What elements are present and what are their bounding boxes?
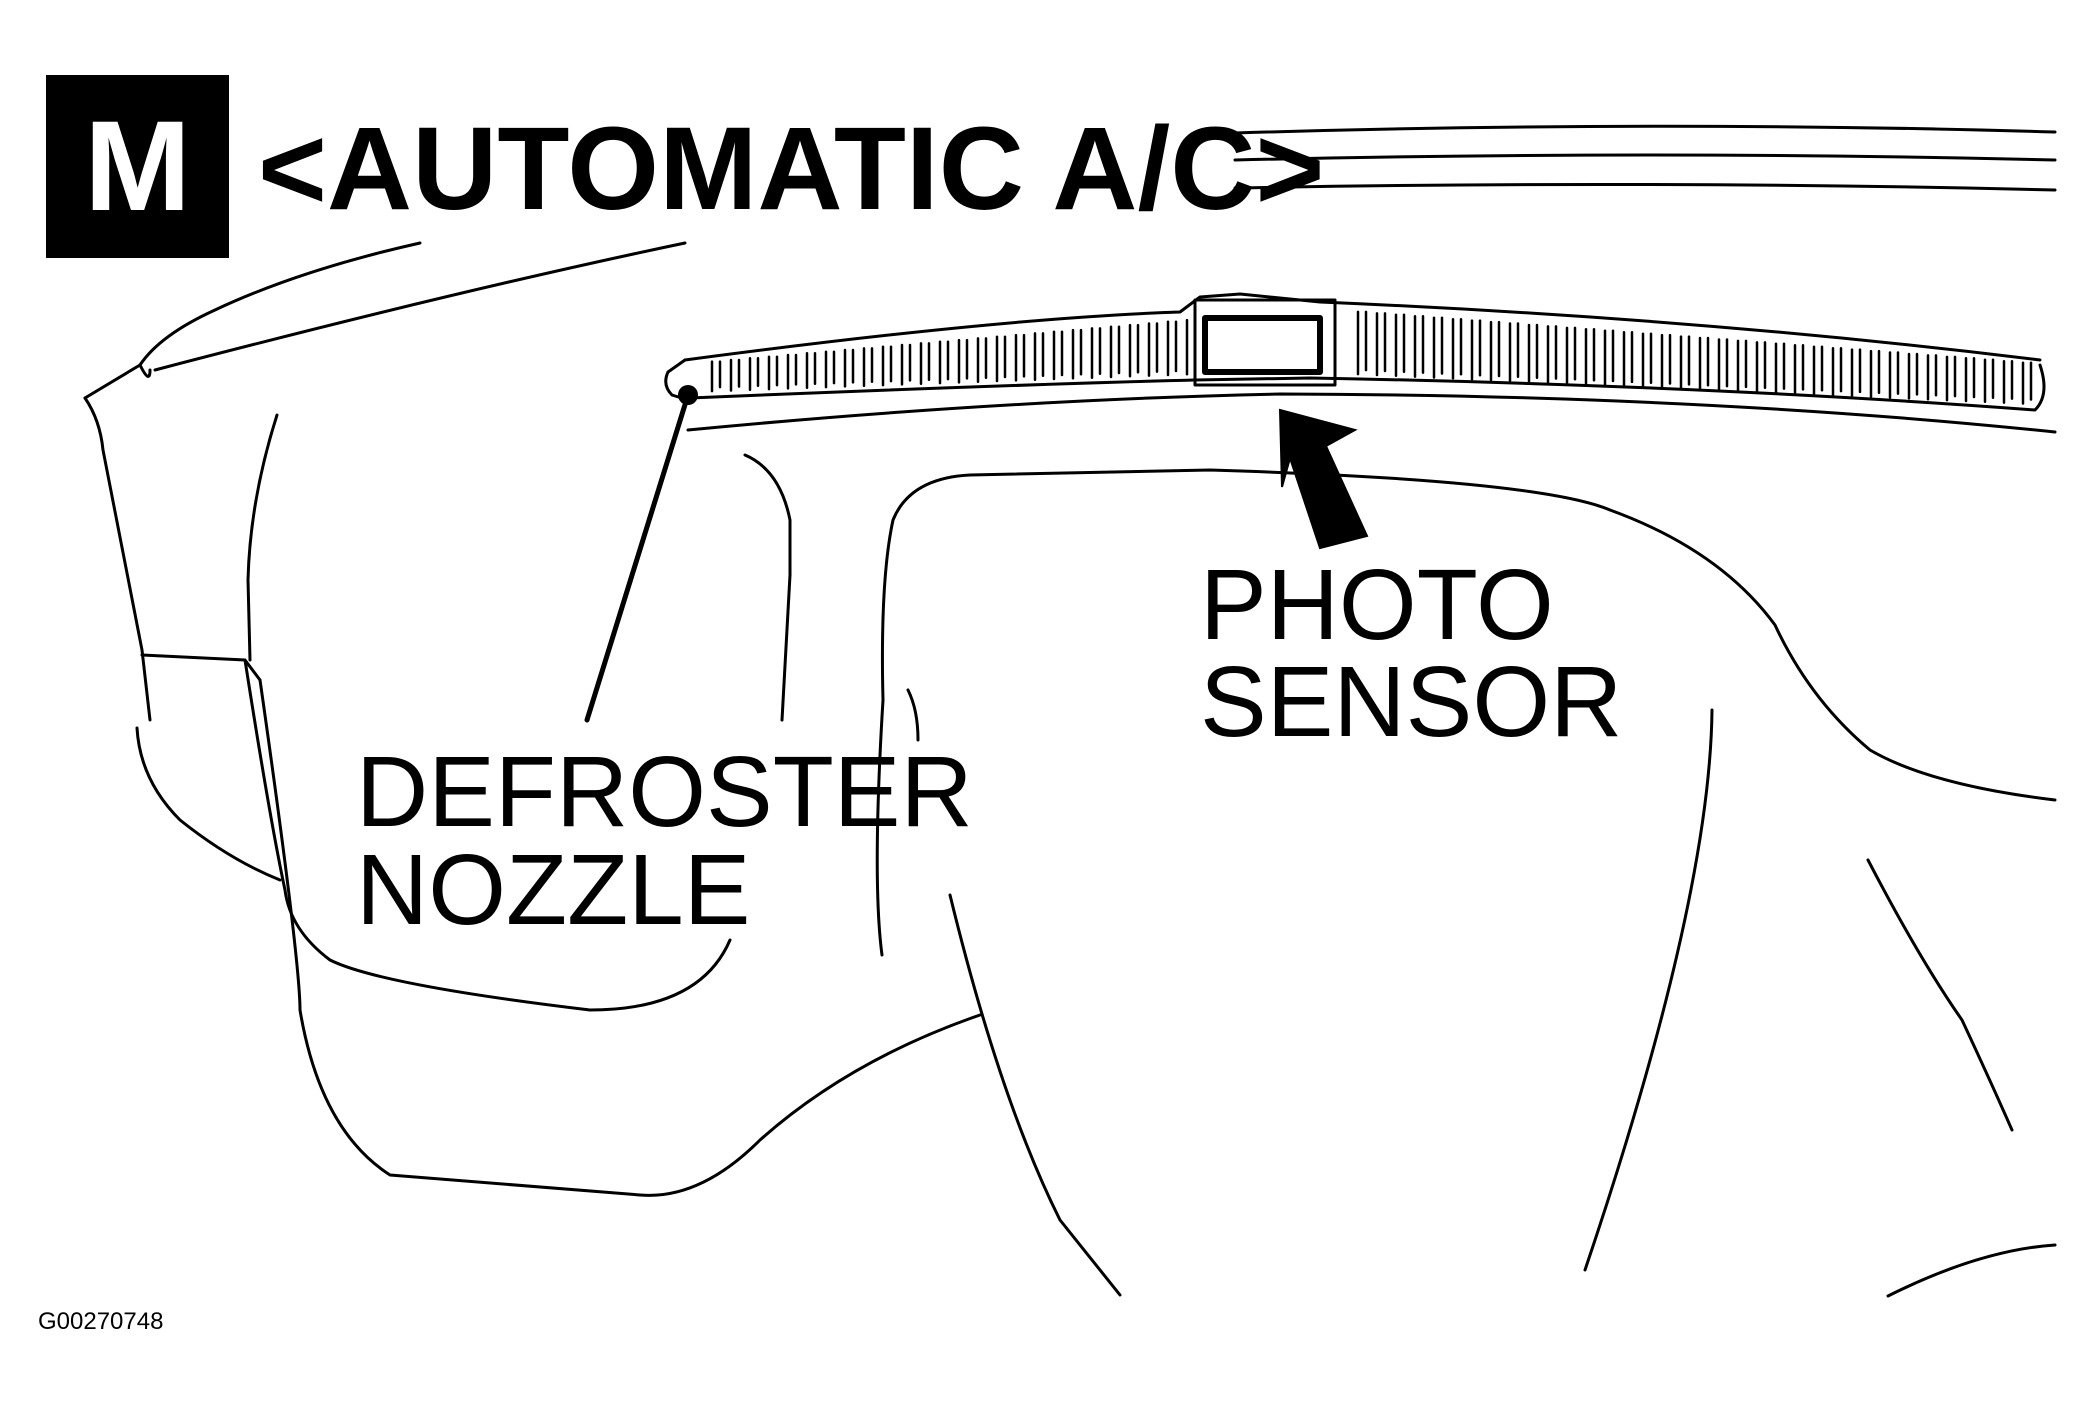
diagram-heading: <AUTOMATIC A/C>	[258, 103, 1325, 235]
windshield-lines	[1233, 124, 2057, 192]
instrument-panel-outline	[743, 453, 2057, 1298]
photo-sensor-label-line-1: PHOTO	[1200, 549, 1554, 661]
defroster-nozzle-label-line-1: DEFROSTER	[356, 736, 973, 848]
photo-sensor-label-line-2: SENSOR	[1200, 646, 1623, 758]
section-badge: M	[46, 75, 229, 258]
left-pillar-outline	[83, 241, 982, 1197]
defroster-grille	[664, 292, 2057, 434]
figure-code: G00270748	[38, 1308, 164, 1335]
photo-sensor-arrow	[1278, 408, 1369, 550]
section-badge-letter: M	[84, 94, 191, 238]
defroster-nozzle-leader	[584, 385, 698, 723]
defroster-nozzle-label-line-2: NOZZLE	[356, 834, 751, 946]
